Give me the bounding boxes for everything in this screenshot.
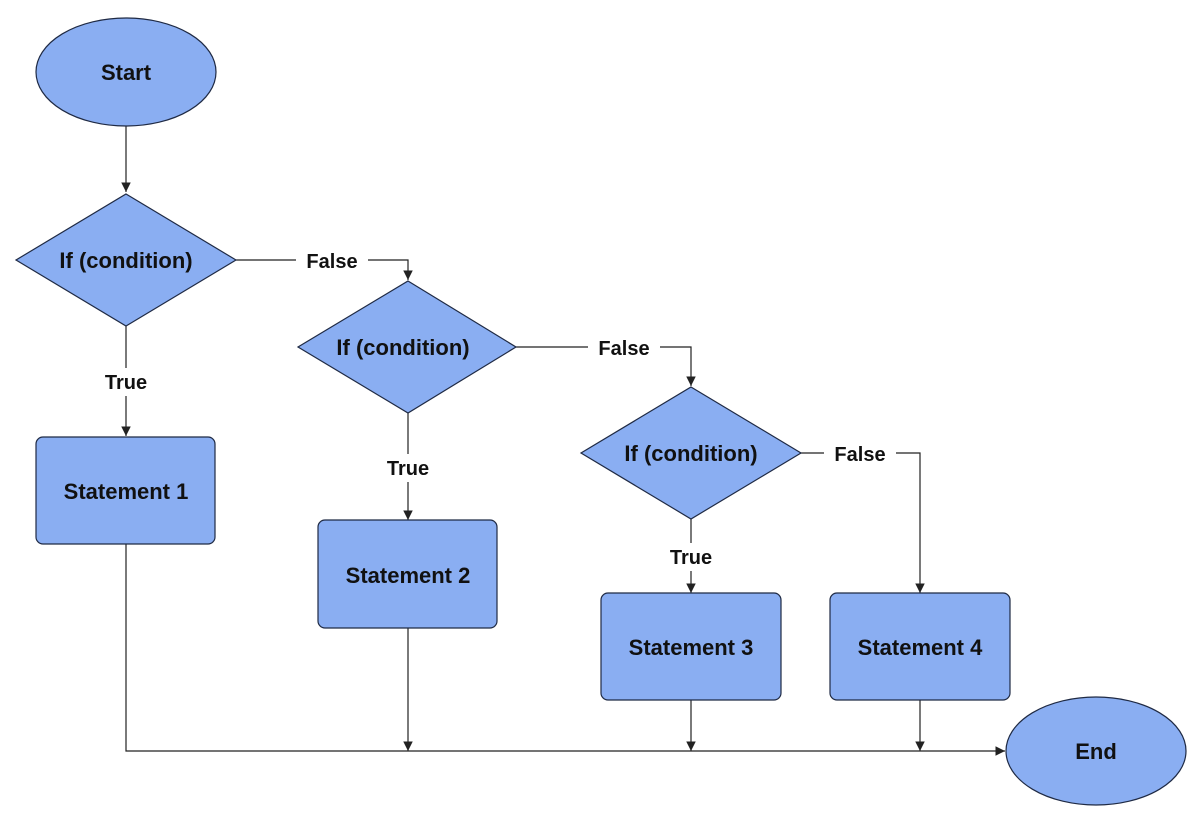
edge-cond1-false xyxy=(236,259,413,280)
statement-node-2: Statement 2 xyxy=(317,519,498,629)
statement-node-1: Statement 1 xyxy=(35,436,216,545)
statement-4-label: Statement 4 xyxy=(858,635,983,660)
statement-2-label: Statement 2 xyxy=(346,563,471,588)
end-label: End xyxy=(1075,739,1117,764)
start-node: Start xyxy=(35,17,217,127)
condition-node-1: If (condition) xyxy=(14,193,238,327)
statement-node-3: Statement 3 xyxy=(600,592,782,701)
svg-text:False: False xyxy=(598,338,649,360)
condition-node-3: If (condition) xyxy=(579,386,803,520)
svg-text:True: True xyxy=(670,547,712,569)
svg-text:False: False xyxy=(834,444,885,466)
edge-cond3-false xyxy=(800,452,925,593)
svg-text:False: False xyxy=(306,251,357,273)
condition-3-label: If (condition) xyxy=(624,441,757,466)
statement-node-4: Statement 4 xyxy=(829,592,1011,701)
condition-node-2: If (condition) xyxy=(296,280,518,414)
edge-cond2-false xyxy=(516,346,696,386)
svg-text:True: True xyxy=(105,372,147,394)
condition-1-label: If (condition) xyxy=(59,248,192,273)
end-node: End xyxy=(1005,696,1187,806)
svg-text:True: True xyxy=(387,458,429,480)
start-label: Start xyxy=(101,60,152,85)
statement-1-label: Statement 1 xyxy=(64,479,189,504)
label-cond3-true: True xyxy=(661,543,721,571)
label-cond1-true: True xyxy=(96,368,156,396)
edge-bus-to-end xyxy=(125,544,1005,756)
label-cond3-false: False xyxy=(824,440,896,468)
condition-2-label: If (condition) xyxy=(336,335,469,360)
statement-3-label: Statement 3 xyxy=(629,635,754,660)
label-cond2-false: False xyxy=(588,334,660,362)
label-cond2-true: True xyxy=(378,454,438,482)
label-cond1-false: False xyxy=(296,247,368,275)
